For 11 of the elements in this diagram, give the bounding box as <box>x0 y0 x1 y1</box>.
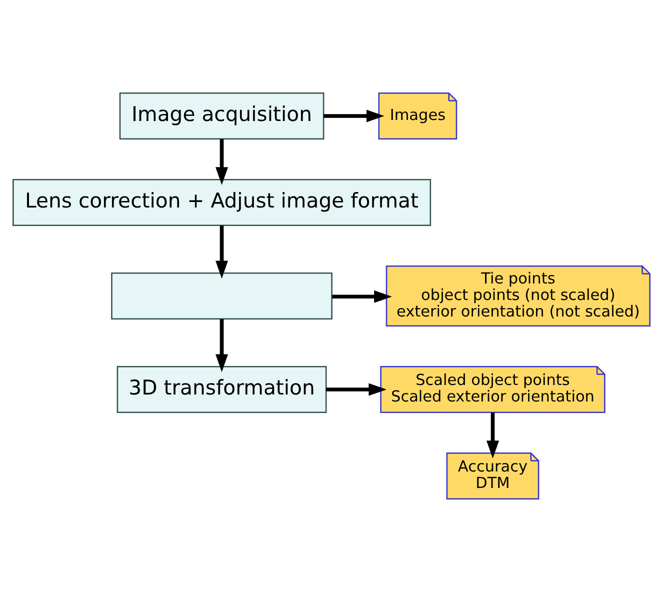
node-box: 3D transformation <box>116 366 327 414</box>
arrow <box>216 226 228 279</box>
node-box: Image acquisition <box>119 92 324 140</box>
node-box: Lens correction + Adjust image format <box>12 178 432 226</box>
arrow <box>324 110 384 122</box>
arrow <box>332 290 392 303</box>
arrow <box>486 412 499 459</box>
arrow <box>216 139 228 186</box>
node-box <box>111 272 332 320</box>
arrow <box>216 319 228 372</box>
arrow <box>326 383 387 396</box>
